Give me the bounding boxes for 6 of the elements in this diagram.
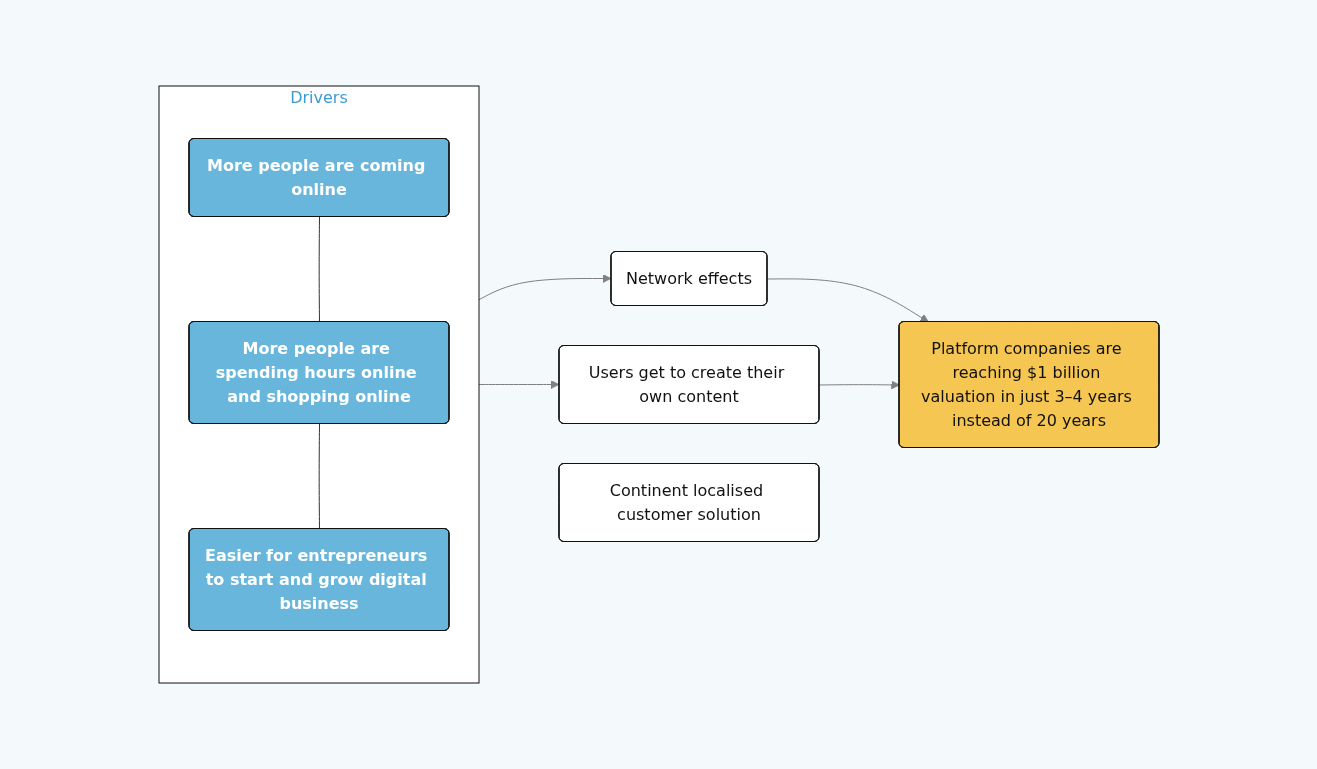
arrow bbox=[478, 380, 559, 389]
connector bbox=[318, 423, 320, 530]
arrow bbox=[766, 278, 929, 323]
connector bbox=[318, 216, 320, 323]
arrow bbox=[478, 274, 611, 301]
arrow bbox=[818, 380, 900, 390]
